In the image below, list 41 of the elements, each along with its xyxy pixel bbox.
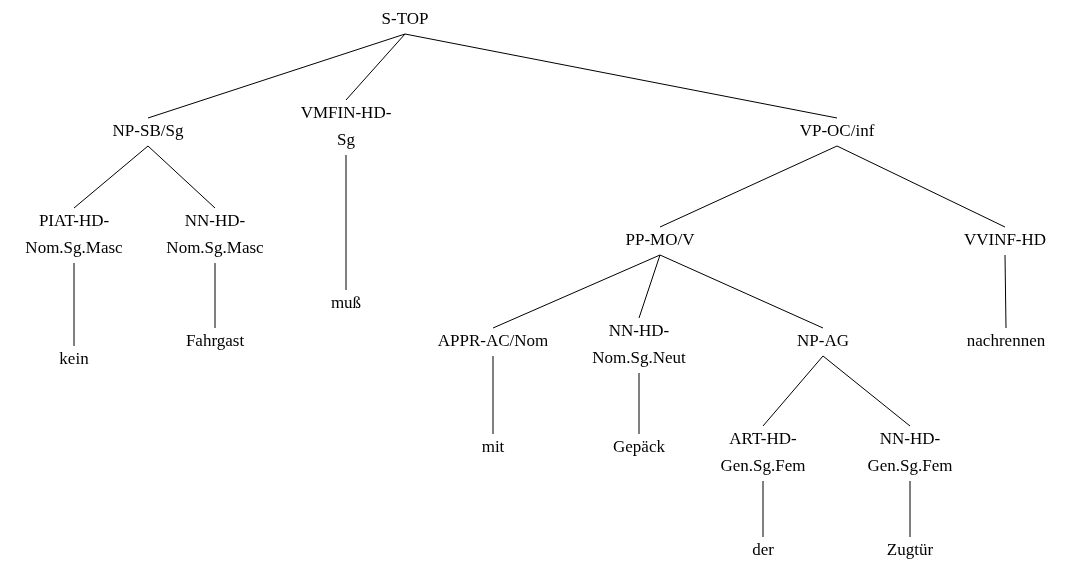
tree-node-label: NP-SB/Sg xyxy=(112,120,184,142)
tree-node-label: kein xyxy=(59,348,89,370)
tree-node-label: ART-HD- Gen.Sg.Fem xyxy=(720,428,806,477)
tree-node-label: APPR-AC/Nom xyxy=(437,330,549,352)
tree-node-label: VVINF-HD xyxy=(963,229,1047,251)
tree-branch-line xyxy=(214,262,216,329)
tree-node-label: Gepäck xyxy=(613,436,665,458)
tree-node-label: NP-AG xyxy=(797,330,849,352)
tree-node-label: Fahrgast xyxy=(185,330,245,352)
tree-branch-line xyxy=(909,480,911,538)
tree-branch-line xyxy=(762,355,824,427)
tree-branch-line xyxy=(492,254,661,329)
tree-branch-line xyxy=(638,372,640,435)
tree-branch-line xyxy=(762,480,764,538)
tree-branch-line xyxy=(1004,254,1007,329)
tree-branch-line xyxy=(345,154,347,291)
tree-node-label: VMFIN-HD- Sg xyxy=(300,102,392,151)
tree-node-label: NN-HD- Gen.Sg.Fem xyxy=(867,428,953,477)
tree-branch-line xyxy=(345,33,406,101)
tree-branch-line xyxy=(659,145,838,228)
tree-node-label: mit xyxy=(481,436,505,458)
tree-branch-line xyxy=(147,33,406,119)
tree-node-label: muß xyxy=(330,292,362,314)
tree-node-label: nachrennen xyxy=(966,330,1046,352)
tree-node-label: VP-OC/inf xyxy=(799,120,875,142)
tree-branch-line xyxy=(147,145,216,209)
tree-branch-line xyxy=(73,262,75,347)
tree-node-label: der xyxy=(752,539,774,561)
tree-branch-line xyxy=(492,355,494,435)
tree-node-label: Zugtür xyxy=(886,539,934,561)
tree-branch-line xyxy=(404,33,838,119)
tree-branch-line xyxy=(822,355,911,427)
tree-node-label: NN-HD- Nom.Sg.Masc xyxy=(166,210,264,259)
tree-node-label: PIAT-HD- Nom.Sg.Masc xyxy=(25,210,123,259)
tree-node-label: PP-MO/V xyxy=(625,229,695,251)
tree-branch-line xyxy=(659,254,824,329)
tree-node-label: NN-HD- Nom.Sg.Neut xyxy=(592,320,686,369)
tree-branch-line xyxy=(73,145,149,209)
tree-branch-line xyxy=(836,145,1006,228)
tree-node-label: S-TOP xyxy=(381,8,429,30)
tree-branch-line xyxy=(638,254,661,319)
